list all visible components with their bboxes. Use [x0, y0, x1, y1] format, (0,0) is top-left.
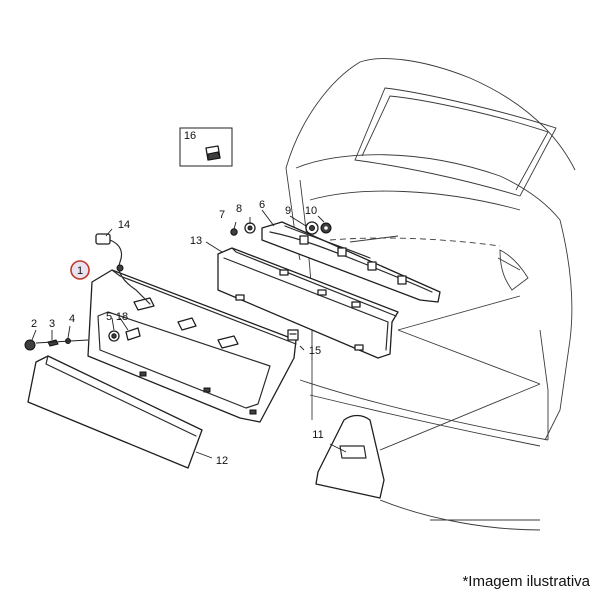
callout-14-label: 14	[118, 219, 130, 231]
callout-13-label: 13	[190, 235, 202, 247]
callout-9-label: 9	[285, 205, 291, 217]
screw-3-icon	[47, 339, 59, 347]
callout-18-label: 18	[116, 311, 128, 323]
connector-14-icon	[95, 233, 111, 245]
callout-1-highlight[interactable]	[70, 260, 90, 280]
part-16-inset	[179, 127, 233, 167]
vehicle-body-outline	[285, 58, 576, 531]
part-12-lower-strip	[27, 355, 203, 469]
callout-6-label: 6	[259, 199, 265, 211]
callout-12-label: 12	[216, 455, 228, 467]
nut-2-icon	[24, 339, 36, 351]
callout-leaders	[31, 209, 347, 459]
callout-10-label: 10	[305, 205, 317, 217]
fasteners-top	[230, 221, 332, 236]
callout-11-label: 11	[312, 429, 323, 441]
clip-15-icon	[287, 329, 299, 341]
part-13-bracket	[217, 247, 399, 359]
callout-16-label: 16	[184, 130, 196, 142]
part-11-side-panel	[315, 414, 385, 499]
top-rail-assembly	[261, 221, 441, 303]
callout-3-label: 3	[49, 318, 55, 330]
callout-2-label: 2	[31, 318, 37, 330]
parts-5-18	[108, 327, 141, 342]
callout-1-label: 1	[77, 265, 83, 277]
assembly-leader-lines	[349, 235, 541, 451]
illustrative-image-caption: *Imagem ilustrativa	[462, 573, 590, 590]
callout-7-label: 7	[219, 209, 225, 221]
callout-15-label: 15	[309, 345, 321, 357]
callout-4-label: 4	[69, 313, 75, 325]
clip-18-icon	[125, 327, 141, 341]
parts-2-3-4	[24, 338, 89, 351]
part-14-wiring	[95, 233, 151, 305]
part-15-clip	[287, 329, 299, 341]
part-1-trim-panel	[87, 269, 297, 423]
callout-5-label: 5	[106, 311, 112, 323]
fastener-7-icon	[230, 228, 238, 236]
callout-8-label: 8	[236, 203, 242, 215]
